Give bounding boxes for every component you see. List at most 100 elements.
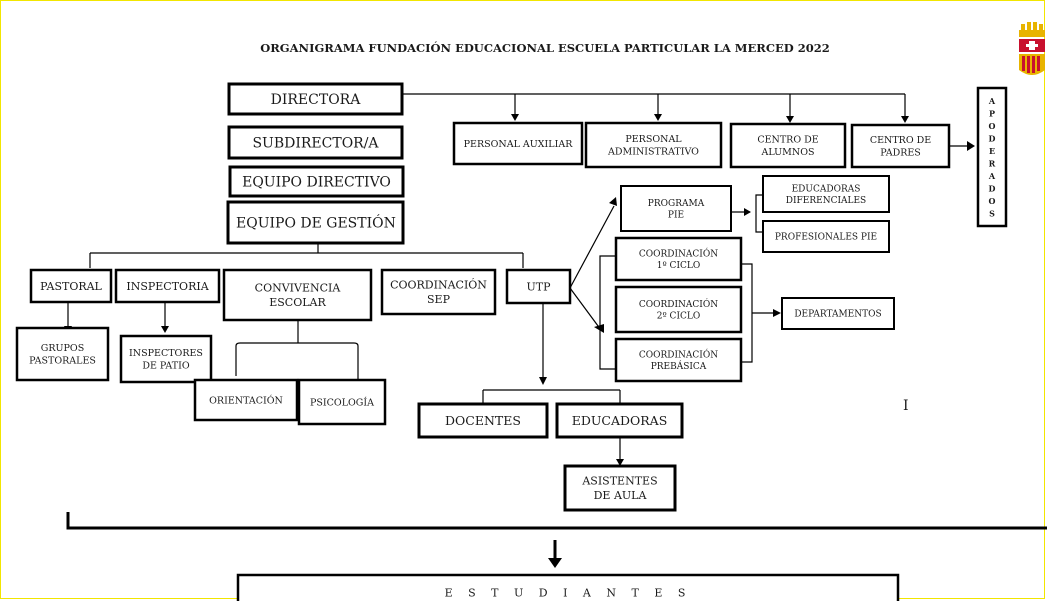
box-label: CENTRO DE bbox=[870, 135, 931, 146]
box-frame bbox=[614, 337, 743, 383]
box-educadoras: EDUCADORAS bbox=[555, 402, 684, 439]
apoderados-letter: P bbox=[989, 109, 995, 119]
box-label: PASTORAL bbox=[40, 280, 102, 293]
box-label: DEPARTAMENTOS bbox=[794, 310, 881, 320]
box-frame bbox=[227, 82, 404, 116]
box-psicologia: PSICOLOGÍA bbox=[297, 378, 387, 426]
box-label: EDUCADORAS bbox=[792, 184, 861, 194]
box-inspectores: INSPECTORES DE PATIO bbox=[119, 334, 213, 384]
box-label: COORDINACIÓN bbox=[639, 348, 718, 360]
box-label: EQUIPO DIRECTIVO bbox=[242, 174, 391, 190]
apoderados-letter: S bbox=[989, 209, 995, 219]
apoderados-letter: D bbox=[989, 184, 996, 194]
box-frame bbox=[555, 402, 684, 439]
box-docentes: DOCENTES bbox=[417, 402, 549, 439]
apoderados-letter: D bbox=[989, 134, 996, 144]
box-label: GRUPOS bbox=[41, 343, 84, 354]
box-label: PADRES bbox=[880, 148, 921, 159]
box-label: INSPECTORES bbox=[129, 348, 203, 359]
box-label: COORDINACIÓN bbox=[390, 278, 487, 292]
school-crest-icon bbox=[1019, 22, 1045, 75]
box-label: E S T U D I A N T E S bbox=[445, 586, 692, 599]
apoderados-letter: E bbox=[989, 146, 995, 156]
box-frame bbox=[380, 268, 497, 316]
chart-boxes: DIRECTORA SUBDIRECTOR/A EQUIPO DIRECTIVO EQ… bbox=[15, 82, 1008, 601]
apoderados-letter: A bbox=[988, 96, 996, 106]
box-label: PERSONAL AUXILIAR bbox=[464, 139, 574, 150]
apoderados-letter: O bbox=[989, 121, 996, 131]
box-label: 2º CICLO bbox=[657, 312, 701, 322]
box-inspectoria: INSPECTORIA bbox=[114, 268, 221, 304]
box-subdirector: SUBDIRECTOR/A bbox=[227, 125, 404, 160]
box-coord-1: COORDINACIÓN 1º CICLO bbox=[614, 236, 743, 282]
box-frame bbox=[850, 123, 951, 169]
box-label: EQUIPO DE GESTIÓN bbox=[236, 213, 396, 231]
box-label: DIFERENCIALES bbox=[786, 196, 866, 206]
box-label: CONVIVENCIA bbox=[255, 282, 342, 295]
box-utp: UTP bbox=[505, 268, 572, 305]
box-estudiantes: E S T U D I A N T E S bbox=[236, 573, 900, 601]
box-frame bbox=[417, 402, 549, 439]
box-frame bbox=[762, 175, 890, 213]
box-frame bbox=[297, 378, 387, 426]
box-coord-2: COORDINACIÓN 2º CICLO bbox=[614, 285, 743, 334]
box-pastoral: PASTORAL bbox=[29, 268, 113, 304]
box-frame bbox=[29, 268, 113, 304]
box-centro-padres: CENTRO DE PADRES bbox=[850, 123, 951, 169]
box-directora: DIRECTORA bbox=[227, 82, 404, 116]
box-frame bbox=[119, 334, 213, 384]
box-frame bbox=[614, 285, 743, 334]
box-label: COORDINACIÓN bbox=[639, 298, 718, 310]
box-label: ADMINISTRATIVO bbox=[607, 147, 699, 158]
stray-mark: I bbox=[903, 398, 909, 414]
box-frame bbox=[505, 268, 572, 305]
box-frame bbox=[227, 125, 404, 160]
box-frame bbox=[452, 121, 584, 166]
chart-title: ORGANIGRAMA FUNDACIÓN EDUCACIONAL ESCUEL… bbox=[260, 41, 830, 55]
box-frame bbox=[729, 122, 847, 169]
box-frame bbox=[762, 220, 890, 253]
box-label: UTP bbox=[526, 280, 551, 293]
box-educadoras-diferenciales: EDUCADORAS DIFERENCIALES bbox=[762, 175, 890, 213]
box-equipo-directivo: EQUIPO DIRECTIVO bbox=[228, 165, 405, 198]
box-frame bbox=[563, 464, 677, 512]
box-frame bbox=[226, 200, 405, 245]
box-label: EDUCADORAS bbox=[572, 413, 668, 428]
box-label: PROFESIONALES PIE bbox=[775, 233, 877, 243]
box-label: 1º CICLO bbox=[657, 261, 701, 271]
box-label: COORDINACIÓN bbox=[639, 247, 718, 259]
box-label: INSPECTORIA bbox=[126, 280, 209, 293]
box-label: DE PATIO bbox=[142, 361, 190, 372]
apoderados-letter: A bbox=[988, 171, 996, 181]
box-label: PROGRAMA bbox=[648, 199, 705, 209]
box-frame bbox=[236, 573, 900, 601]
box-label: PSICOLOGÍA bbox=[310, 396, 374, 408]
apoderados-letter: O bbox=[989, 196, 996, 206]
box-label: DOCENTES bbox=[445, 413, 521, 428]
box-label: PIE bbox=[668, 211, 684, 221]
apoderados-letter: R bbox=[989, 159, 996, 169]
box-frame bbox=[114, 268, 221, 304]
box-personal-administrativo: PERSONAL ADMINISTRATIVO bbox=[584, 121, 723, 169]
box-frame bbox=[584, 121, 723, 169]
box-label: ESCOLAR bbox=[269, 296, 326, 309]
box-label: SUBDIRECTOR/A bbox=[252, 135, 379, 151]
box-label: PREBÁSICA bbox=[651, 360, 707, 372]
box-frame bbox=[620, 185, 732, 232]
box-frame bbox=[228, 165, 405, 198]
box-label: PERSONAL bbox=[625, 134, 682, 145]
box-equipo-gestion: EQUIPO DE GESTIÓN bbox=[226, 200, 405, 245]
box-label: ALUMNOS bbox=[761, 147, 815, 158]
box-label: CENTRO DE bbox=[757, 135, 818, 146]
box-frame bbox=[614, 236, 743, 282]
box-frame bbox=[222, 268, 373, 322]
box-departamentos: DEPARTAMENTOS bbox=[781, 297, 895, 330]
